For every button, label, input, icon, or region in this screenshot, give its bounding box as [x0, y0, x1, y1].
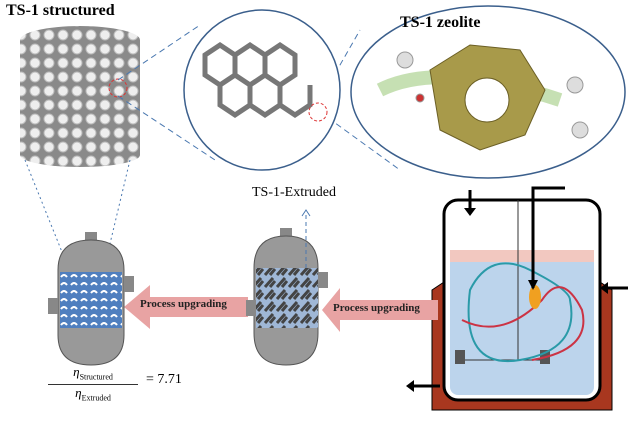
ratio-value: = 7.71: [146, 372, 182, 387]
extruded-vessel: [246, 209, 328, 366]
foam-monolith: [20, 26, 140, 167]
efficiency-ratio: ηStructured ηExtruded: [48, 364, 138, 402]
eta-symbol: η: [73, 364, 80, 379]
zeolite-title: TS-1 zeolite: [400, 14, 481, 31]
arrow-left-label: Process upgrading: [140, 298, 227, 310]
arrow-right-label: Process upgrading: [333, 302, 420, 314]
denominator-sub: Extruded: [81, 393, 111, 403]
zeolite-zoom-ellipse: [350, 5, 626, 179]
structured-title: TS-1 structured: [6, 2, 115, 19]
eta-symbol: η: [75, 384, 82, 400]
zeolite-ring: [429, 44, 546, 151]
structured-vessel: [48, 232, 134, 366]
molecule-icons: [396, 51, 589, 139]
lattice-zoom-circle: [183, 9, 341, 171]
process-arrow-right: [322, 288, 438, 332]
numerator-sub: Structured: [79, 372, 113, 382]
process-arrow-left: [124, 285, 248, 329]
extruded-label: TS-1-Extruded: [252, 185, 336, 200]
stirred-tank-reactor: [406, 186, 628, 411]
